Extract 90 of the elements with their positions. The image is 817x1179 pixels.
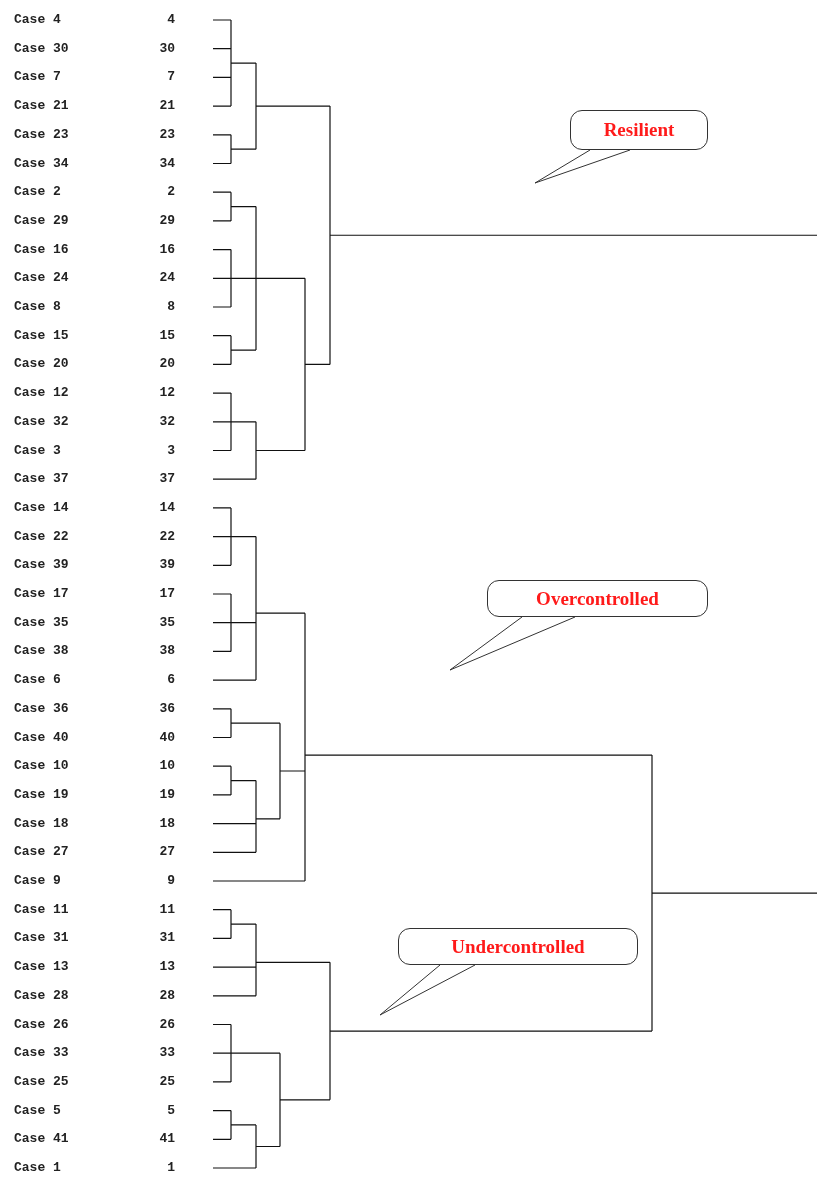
- case-label: Case 28: [14, 987, 69, 1004]
- case-label: Case 3: [14, 442, 61, 459]
- case-number: 17: [158, 586, 175, 602]
- case-number: 15: [158, 327, 175, 344]
- callout-text: Undercontrolled: [451, 935, 585, 958]
- case-number: 40: [158, 729, 175, 746]
- callout-bubble: [398, 928, 638, 965]
- callout-bubble: [570, 110, 708, 150]
- case-number: 27: [158, 844, 175, 861]
- case-label: Case 31: [14, 930, 69, 947]
- case-number: 16: [158, 241, 175, 258]
- case-number: 9: [166, 873, 175, 889]
- case-label: Case 26: [14, 1016, 69, 1033]
- case-label: Case 34: [14, 155, 69, 172]
- case-number: 19: [158, 786, 175, 803]
- leader-line: [449, 616, 576, 671]
- case-label: Case 32: [14, 413, 69, 430]
- case-number: 4: [166, 12, 175, 28]
- case-label: Case 10: [14, 758, 69, 775]
- case-label: Case 1: [14, 1160, 61, 1176]
- case-number: 36: [158, 700, 175, 717]
- case-label: Case 13: [14, 959, 69, 976]
- case-label: Case 24: [14, 270, 69, 287]
- case-number: 25: [158, 1073, 175, 1090]
- case-label: Case 35: [14, 614, 69, 631]
- case-label: Case 17: [14, 586, 69, 602]
- case-label: Case 19: [14, 786, 69, 803]
- case-number: 34: [158, 155, 175, 172]
- case-number: 13: [158, 959, 175, 976]
- case-label: Case 15: [14, 327, 69, 344]
- case-label: Case 8: [14, 299, 61, 315]
- case-number: 26: [158, 1016, 175, 1033]
- case-number: 21: [158, 98, 175, 115]
- case-number: 38: [158, 643, 175, 660]
- case-number: 20: [158, 356, 175, 373]
- case-number: 12: [158, 385, 175, 402]
- case-label: Case 21: [14, 98, 69, 115]
- case-label: Case 5: [14, 1102, 61, 1119]
- case-number: 31: [158, 930, 175, 947]
- case-number: 14: [158, 499, 175, 516]
- case-label: Case 16: [14, 241, 69, 258]
- case-label: Case 40: [14, 729, 69, 746]
- case-number: 24: [158, 270, 175, 287]
- case-label: Case 27: [14, 844, 69, 861]
- callout-bubble: [487, 580, 708, 617]
- case-label: Case 29: [14, 212, 69, 229]
- case-number: 11: [158, 901, 175, 918]
- case-number: 7: [166, 69, 175, 86]
- case-label: Case 9: [14, 873, 61, 889]
- case-label: Case 6: [14, 672, 61, 689]
- callout-text: Resilient: [603, 119, 675, 141]
- case-number: 32: [158, 413, 175, 430]
- case-label: Case 33: [14, 1045, 69, 1062]
- case-label: Case 18: [14, 815, 69, 832]
- case-number: 41: [158, 1131, 175, 1148]
- case-number: 5: [166, 1102, 175, 1119]
- case-number: 37: [158, 471, 175, 488]
- case-label: Case 22: [14, 528, 69, 545]
- case-label: Case 20: [14, 356, 69, 373]
- case-label: Case 23: [14, 126, 69, 143]
- case-number: 8: [166, 299, 175, 315]
- case-number: 2: [166, 184, 175, 201]
- case-number: 39: [158, 557, 175, 574]
- case-number: 28: [158, 987, 175, 1004]
- case-number: 6: [166, 672, 175, 689]
- case-label: Case 12: [14, 385, 69, 402]
- case-number: 30: [158, 40, 175, 57]
- case-number: 35: [158, 614, 175, 631]
- case-number: 1: [166, 1160, 175, 1176]
- case-label: Case 11: [14, 901, 69, 918]
- case-number: 10: [158, 758, 175, 775]
- case-label: Case 14: [14, 499, 69, 516]
- case-label: Case 41: [14, 1131, 69, 1148]
- case-label: Case 30: [14, 40, 69, 57]
- case-number: 33: [158, 1045, 175, 1062]
- case-label: Case 4: [14, 12, 61, 28]
- case-number: 23: [158, 126, 175, 143]
- case-label: Case 7: [14, 69, 61, 86]
- case-label: Case 36: [14, 700, 69, 717]
- case-label: Case 2: [14, 184, 61, 201]
- case-label: Case 38: [14, 643, 69, 660]
- case-label: Case 37: [14, 471, 69, 488]
- case-number: 18: [158, 815, 175, 832]
- leader-line: [534, 149, 631, 184]
- case-label: Case 25: [14, 1073, 69, 1090]
- case-number: 22: [158, 528, 175, 545]
- case-label: Case 39: [14, 557, 69, 574]
- case-number: 3: [166, 442, 175, 459]
- case-number: 29: [158, 212, 175, 229]
- callout-text: Overcontrolled: [536, 587, 659, 610]
